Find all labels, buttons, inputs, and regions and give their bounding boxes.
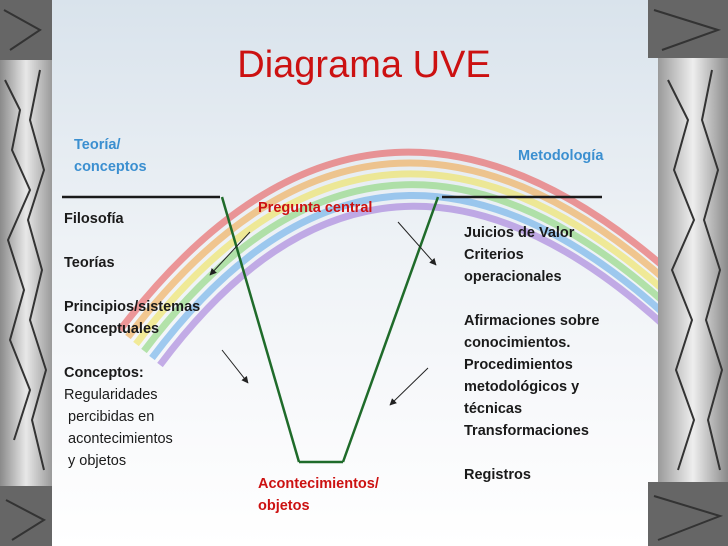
criterios-label-line-1: Criterios <box>464 247 524 263</box>
page-title: Diagrama UVE <box>237 44 491 86</box>
criterios-label-line-2: operacionales <box>464 269 562 285</box>
conceptos-detail-3: acontecimientos <box>64 431 173 447</box>
events-label-line-1: Acontecimientos/ <box>258 476 379 492</box>
right-stone-column <box>648 0 728 546</box>
afirmaciones-label-line-1: Afirmaciones sobre <box>464 313 600 329</box>
theory-heading-line-2: conceptos <box>74 159 147 175</box>
conceptos-detail-4: y objetos <box>64 453 127 469</box>
arrow-method-to-events <box>389 367 429 406</box>
conceptos-label: Conceptos: <box>64 365 144 381</box>
arrow-concepts-to-events <box>221 349 249 384</box>
arrow-question-to-theory <box>209 231 251 276</box>
events-label: Acontecimientos/ objetos <box>258 473 379 517</box>
vee-right-arm <box>341 196 440 463</box>
events-label-line-2: objetos <box>258 498 310 514</box>
principios-label-line-2: Conceptuales <box>64 321 160 337</box>
principios-label-line-1: Principios/sistemas <box>64 299 201 315</box>
procedimientos-label-line-3: técnicas <box>464 401 523 417</box>
procedimientos-label-line-1: Procedimientos <box>464 357 573 373</box>
conceptos-detail-2: percibidas en <box>64 409 155 425</box>
methodology-heading: Metodología <box>518 148 604 164</box>
transformaciones-label: Transformaciones <box>464 423 589 439</box>
theory-heading-line-1: Teoría/ <box>74 137 121 153</box>
afirmaciones-label-line-2: conocimientos. <box>464 335 571 351</box>
vee-left-arm <box>220 196 301 463</box>
theory-heading: Teoría/ conceptos <box>74 134 147 178</box>
methodology-side-list: Juicios de Valor Criterios operacionales… <box>464 222 599 486</box>
left-stone-column <box>0 0 52 546</box>
filosofia-label: Filosofía <box>64 211 124 227</box>
conceptos-detail-1: Regularidades <box>64 387 158 403</box>
procedimientos-label-line-2: metodológicos y <box>464 379 580 395</box>
theory-side-list: Filosofía Teorías Principios/sistemas Co… <box>64 208 200 472</box>
central-question-label: Pregunta central <box>258 200 373 216</box>
juicios-label: Juicios de Valor <box>464 225 575 241</box>
teorias-label: Teorías <box>64 255 115 271</box>
arrow-question-to-method <box>397 221 437 266</box>
registros-label: Registros <box>464 467 531 483</box>
